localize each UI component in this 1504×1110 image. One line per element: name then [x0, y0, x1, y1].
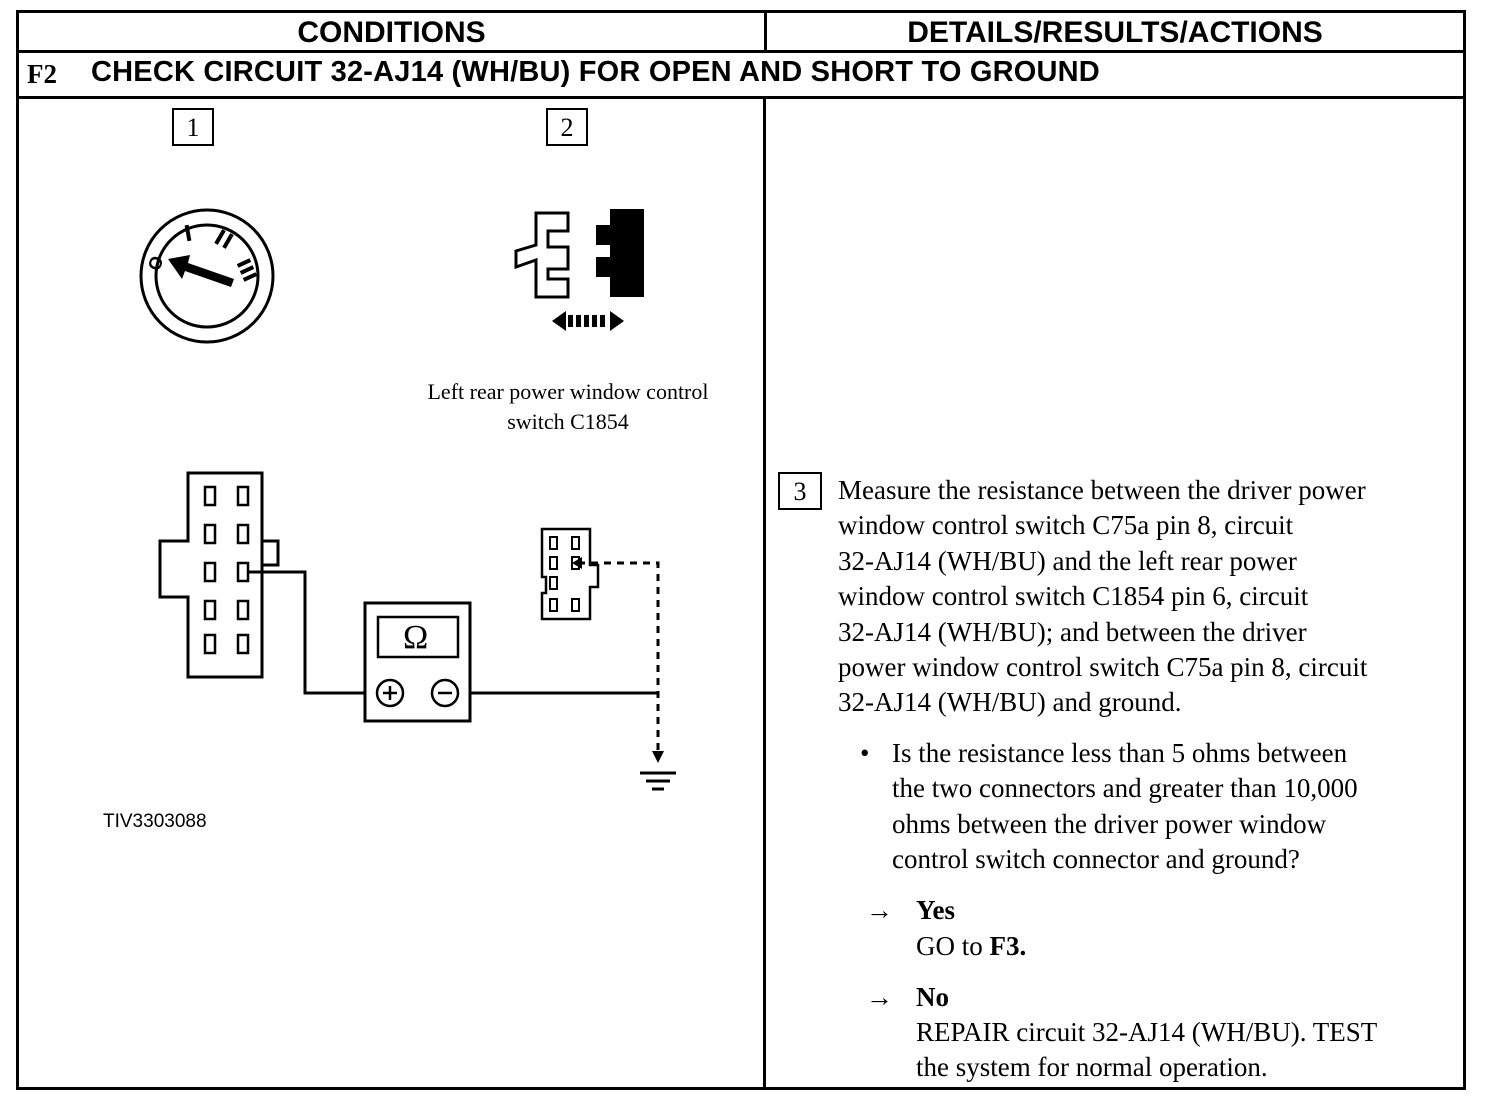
left-rear-switch-connector — [540, 527, 600, 621]
yes-action-prefix: GO to — [916, 931, 990, 961]
ohm-symbol: Ω — [403, 619, 429, 656]
resistance-test-diagram — [158, 471, 676, 791]
instruction-line: Measure the resistance between the drive… — [838, 475, 1366, 505]
yes-label: Yes — [916, 895, 955, 925]
instruction-line: power window control switch C75a pin 8, … — [838, 652, 1368, 683]
question-line: ohms between the driver power window — [892, 808, 1327, 839]
driver-switch-connector — [158, 471, 280, 679]
details-header: DETAILS/RESULTS/ACTIONS — [907, 16, 1323, 49]
no-arrow: → — [866, 982, 893, 1012]
instruction-line: window control switch C75a pin 8, circui… — [838, 510, 1294, 541]
ground-symbol-icon — [640, 771, 676, 791]
instruction-line: window control switch C1854 pin 6, circu… — [838, 581, 1309, 612]
procedure-table: CONDITIONS DETAILS/RESULTS/ACTIONS F2 CH… — [16, 10, 1466, 1090]
no-action-line: the system for normal operation. — [916, 1052, 1268, 1083]
ohmmeter-icon — [363, 601, 472, 723]
step-title-row: F2 CHECK CIRCUIT 32-AJ14 (WH/BU) FOR OPE… — [19, 53, 1463, 99]
step-box-2: 2 — [546, 108, 588, 146]
yes-action: GO to F3. — [916, 929, 1026, 964]
switch-caption-line-1: Left rear power window control — [427, 379, 709, 404]
yes-action-target: F3. — [989, 931, 1027, 961]
no-action: REPAIR circuit 32-AJ14 (WH/BU). TEST the… — [916, 1015, 1461, 1086]
instruction-line: 32-AJ14 (WH/BU); and between the driver — [838, 616, 1307, 647]
question-line: the two connectors and greater than 10,0… — [892, 773, 1358, 804]
question-bullet: • — [860, 738, 870, 768]
instruction: Measure the resistance between the drive… — [838, 473, 1458, 721]
ignition-switch-off-icon: O — [139, 208, 275, 344]
column-divider — [763, 99, 766, 1090]
switch-caption-line-2: switch C1854 — [507, 409, 629, 434]
no-action-line: REPAIR circuit 32-AJ14 (WH/BU). TEST — [916, 1017, 1378, 1047]
disconnect-connector-icon — [514, 209, 644, 331]
switch-caption: Left rear power window control switch C1… — [398, 377, 738, 437]
svg-text:O: O — [144, 253, 168, 273]
question-line: control switch connector and ground? — [892, 844, 1300, 875]
yes-arrow: → — [866, 895, 893, 925]
step-box-3: 3 — [778, 472, 822, 510]
no-label: No — [916, 982, 949, 1012]
figure-id: TIV3303088 — [103, 811, 207, 832]
header-row: CONDITIONS DETAILS/RESULTS/ACTIONS — [19, 13, 1463, 53]
step-title: CHECK CIRCUIT 32-AJ14 (WH/BU) FOR OPEN A… — [91, 56, 1100, 88]
step-box-1: 1 — [172, 108, 214, 146]
question-line: Is the resistance less than 5 ohms betwe… — [892, 738, 1348, 768]
step-id: F2 — [27, 59, 57, 89]
instruction-line: 32-AJ14 (WH/BU) and the left rear power — [838, 545, 1297, 576]
question: Is the resistance less than 5 ohms betwe… — [892, 736, 1452, 878]
conditions-header: CONDITIONS — [19, 13, 767, 50]
instruction-line: 32-AJ14 (WH/BU) and ground. — [838, 687, 1182, 718]
